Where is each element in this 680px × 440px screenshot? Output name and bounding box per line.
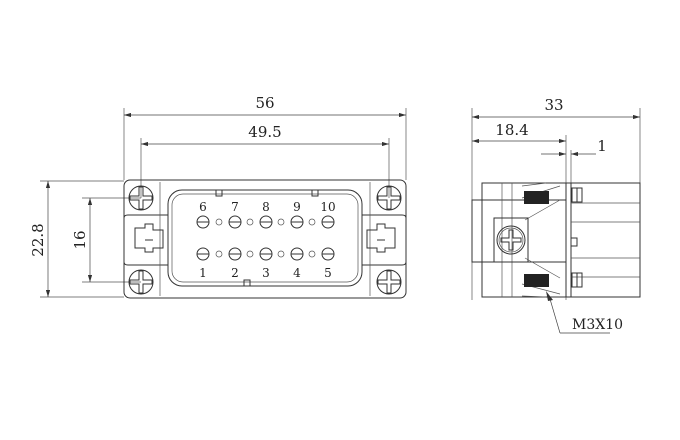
screw-top-left-icon bbox=[128, 185, 154, 211]
pin-label: 4 bbox=[293, 266, 301, 280]
dim-overall-height: 22.8 bbox=[29, 223, 47, 256]
pin-label: 7 bbox=[231, 200, 239, 214]
side-view: 33 18.4 1 M3X10 bbox=[471, 96, 641, 334]
callout-leader bbox=[549, 298, 610, 334]
dim-screw-pitch: 49.5 bbox=[248, 123, 281, 141]
dim-overall-depth: 33 bbox=[544, 96, 563, 114]
front-view: 56 49.5 22.8 16 bbox=[29, 94, 407, 299]
housing-outline bbox=[123, 179, 407, 299]
contact-insert bbox=[167, 189, 363, 287]
clamp-screw-icon bbox=[496, 225, 526, 255]
screw-top-right-icon bbox=[376, 185, 402, 211]
dim-flange-thickness: 1 bbox=[597, 137, 607, 155]
screw-thread-top bbox=[524, 191, 549, 204]
pin-top-row bbox=[196, 215, 335, 229]
contact-pins bbox=[196, 215, 335, 261]
pin-label: 3 bbox=[262, 266, 270, 280]
screw-bottom-left-icon bbox=[128, 269, 154, 295]
screw-thread-bottom bbox=[524, 274, 549, 287]
pin-label: 1 bbox=[199, 266, 207, 280]
pin-label: 2 bbox=[231, 266, 239, 280]
mounting-screw-icons bbox=[128, 185, 402, 295]
pin-label: 5 bbox=[324, 266, 332, 280]
insert-side bbox=[570, 182, 641, 298]
latch-left-icon bbox=[134, 223, 164, 253]
pin-label: 6 bbox=[199, 200, 207, 214]
dim-flange-offset: 18.4 bbox=[495, 121, 528, 139]
dim-overall-width: 56 bbox=[255, 94, 274, 112]
screw-callout: M3X10 bbox=[572, 317, 623, 333]
dim-screw-vertical-pitch: 16 bbox=[71, 230, 89, 249]
pin-label: 8 bbox=[262, 200, 270, 214]
screw-bottom-right-icon bbox=[376, 269, 402, 295]
flange bbox=[565, 182, 572, 298]
latch-right-icon bbox=[366, 223, 396, 253]
pin-label: 10 bbox=[320, 200, 335, 214]
pin-bottom-row bbox=[196, 247, 335, 261]
pin-label: 9 bbox=[293, 200, 301, 214]
